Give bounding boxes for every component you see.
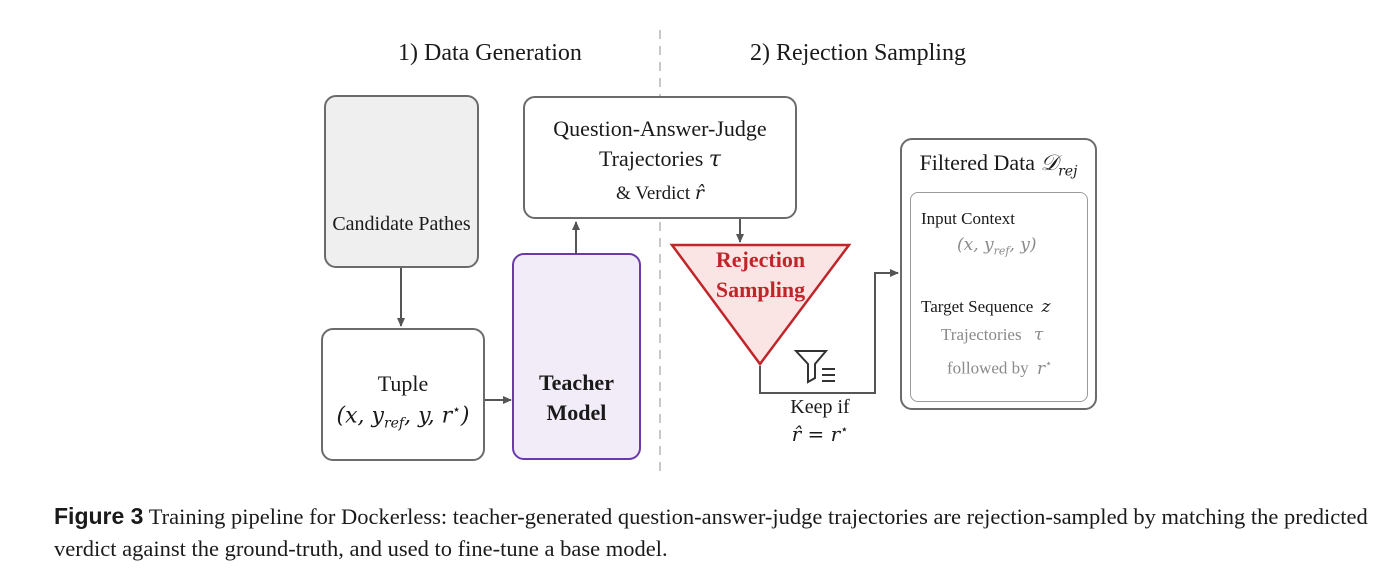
rejection-funnel-shape (669, 243, 852, 367)
keep-if-formula: r̂ = r⋆ (791, 422, 849, 446)
qaj-line2: Trajectories τ (525, 146, 795, 172)
candidate-paths-box: Candidate Pathes (324, 95, 479, 268)
teacher-model-line2: Model (546, 400, 607, 425)
figure-label: Figure 3 (54, 503, 144, 529)
filter-icon (793, 350, 835, 384)
tuple-formula: (x, yref, y, r⋆) (336, 403, 470, 432)
qaj-line1: Question-Answer-Judge (553, 116, 767, 141)
tuple-box: Tuple (x, yref, y, r⋆) (321, 328, 485, 461)
filtered-data-title-text: Filtered Data (919, 150, 1036, 175)
trajectories-line: Trajectories τ (941, 325, 1043, 345)
trajectories-tau-symbol: τ (1033, 325, 1044, 345)
target-z-symbol: z (1041, 297, 1051, 317)
qaj-trajectories-box: Question-Answer-Judge Trajectories τ & V… (523, 96, 797, 219)
filtered-data-title: Filtered Data 𝒟rej (919, 150, 1078, 180)
qaj-tau-symbol: τ (708, 147, 721, 172)
input-context-formula: (x, yref, y) (957, 235, 1037, 258)
rejection-label-line1: Rejection (715, 247, 806, 272)
teacher-model-box: Teacher Model (512, 253, 641, 460)
filtered-inner-box: Input Context (x, yref, y) Target Sequen… (910, 192, 1088, 402)
rejection-label-line2: Sampling (715, 277, 806, 302)
teacher-model-line1: Teacher (539, 370, 614, 395)
target-sequence-text: Target Sequence (921, 297, 1034, 316)
followed-by-line: followed by r⋆ (947, 358, 1052, 379)
qaj-rhat-symbol: r̂ (694, 182, 704, 204)
trajectories-text: Trajectories (941, 325, 1022, 344)
section-title-rejection-sampling: 2) Rejection Sampling (750, 40, 966, 66)
input-context-label: Input Context (921, 209, 1015, 228)
qaj-line2-text: Trajectories (599, 146, 704, 171)
tuple-label: Tuple (377, 371, 429, 396)
qaj-line3-text: & Verdict (616, 183, 691, 204)
keep-if-label: Keep if (790, 396, 850, 418)
target-sequence-label: Target Sequence z (921, 297, 1050, 317)
followed-by-text: followed by (947, 358, 1029, 378)
caption-text: Training pipeline for Dockerless: teache… (54, 504, 1368, 561)
candidate-paths-label: Candidate Pathes (332, 213, 471, 235)
arrow-rejection-to-filtered (759, 269, 899, 394)
figure-caption: Figure 3 Training pipeline for Dockerles… (54, 500, 1374, 565)
qaj-line3: & Verdict r̂ (525, 182, 795, 205)
section-title-data-generation: 1) Data Generation (398, 40, 582, 66)
filtered-data-box: Filtered Data 𝒟rej Input Context (x, yre… (900, 138, 1097, 410)
